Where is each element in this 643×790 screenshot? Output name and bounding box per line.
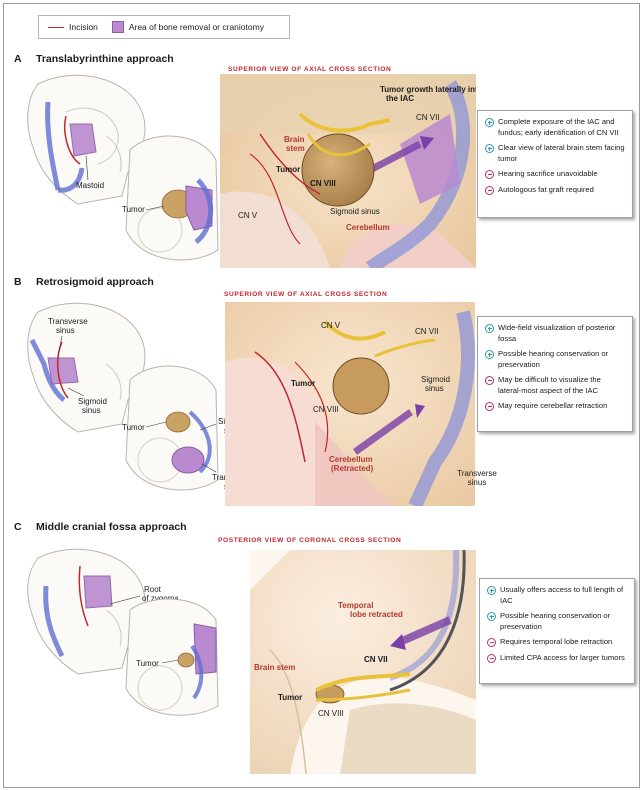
info-item: May be difficult to visualize the latera… bbox=[485, 375, 626, 396]
info-item: Usually offers access to full length of … bbox=[487, 585, 628, 606]
minus-icon bbox=[485, 402, 494, 411]
cn-vii-label-c: CN VII bbox=[364, 655, 388, 664]
legend-incision-label: Incision bbox=[69, 22, 98, 32]
plus-icon bbox=[485, 118, 494, 127]
section-c-info-box: Usually offers access to full length of … bbox=[479, 578, 635, 684]
sigmoid-sinus-label-a: Sigmoid sinus bbox=[330, 207, 380, 216]
minus-icon bbox=[487, 653, 496, 663]
plus-icon bbox=[485, 144, 494, 153]
section-c-view-title: POSTERIOR VIEW OF CORONAL CROSS SECTION bbox=[218, 537, 402, 544]
cn-viii-label-b: CN VIII bbox=[313, 405, 339, 414]
section-b-view-title: SUPERIOR VIEW OF AXIAL CROSS SECTION bbox=[224, 291, 388, 298]
tumor-small-label-b: Tumor bbox=[122, 423, 145, 432]
section-a-skullbase-illustration: Tumor bbox=[122, 135, 219, 261]
info-item: Requires temporal lobe retraction bbox=[487, 637, 628, 648]
bone-removal-swatch bbox=[111, 21, 124, 33]
section-a-head-illustration: Mastoid bbox=[27, 74, 146, 205]
info-item: Hearing sacrifice unavoidable bbox=[485, 169, 626, 180]
transverse-sinus-label-b3: Transverse sinus bbox=[457, 469, 497, 487]
cn-viii-label-a: CN VIII bbox=[310, 179, 336, 188]
info-item: Wide-field visualization of posterior fo… bbox=[485, 323, 626, 344]
minus-icon bbox=[485, 170, 494, 179]
minus-icon bbox=[487, 638, 496, 647]
cn-vii-label-b: CN VII bbox=[415, 327, 439, 336]
tumor-small-label-a: Tumor bbox=[122, 205, 145, 214]
info-item: Autologous fat graft required bbox=[485, 185, 626, 196]
section-a-info-box: Complete exposure of the IAC and fundus;… bbox=[477, 110, 633, 218]
cerebellum-label-a: Cerebellum bbox=[346, 223, 390, 232]
mastoid-label: Mastoid bbox=[76, 181, 104, 190]
tumor-small-label-c: Tumor bbox=[136, 659, 159, 668]
legend: Incision Area of bone removal or craniot… bbox=[38, 15, 290, 39]
section-a-view-title: SUPERIOR VIEW OF AXIAL CROSS SECTION bbox=[228, 66, 392, 73]
cerebellum-label-b: Cerebellum(Retracted) bbox=[329, 455, 374, 473]
tumor-label-b: Tumor bbox=[291, 379, 315, 388]
tumor-label-a: Tumor bbox=[276, 165, 300, 174]
cn-viii-label-c: CN VIII bbox=[318, 709, 344, 718]
plus-icon bbox=[487, 586, 496, 595]
brain-stem-label-c: Brain stem bbox=[254, 663, 295, 672]
legend-bone-removal-label: Area of bone removal or craniotomy bbox=[128, 22, 264, 32]
plus-icon bbox=[487, 612, 496, 621]
info-item: Clear view of lateral brain stem facing … bbox=[485, 143, 626, 164]
plus-icon bbox=[485, 350, 494, 359]
cn-v-label-b: CN V bbox=[321, 321, 341, 330]
plus-icon bbox=[485, 324, 494, 333]
cn-v-label-a: CN V bbox=[238, 211, 258, 220]
info-item: Possible hearing conservation or preserv… bbox=[487, 611, 628, 632]
info-item: May require cerebellar retraction bbox=[485, 401, 626, 412]
info-item: Possible hearing conservation or preserv… bbox=[485, 349, 626, 370]
minus-icon bbox=[485, 185, 494, 195]
cn-vii-label-a: CN VII bbox=[416, 113, 440, 122]
section-b-info-box: Wide-field visualization of posterior fo… bbox=[477, 316, 633, 432]
minus-icon bbox=[485, 376, 494, 385]
section-c-skullbase-illustration: Tumor bbox=[125, 598, 219, 716]
info-item: Limited CPA access for larger tumors bbox=[487, 653, 628, 664]
tumor-label-c: Tumor bbox=[278, 693, 302, 702]
incision-line-swatch bbox=[48, 26, 64, 28]
info-item: Complete exposure of the IAC and fundus;… bbox=[485, 117, 626, 138]
